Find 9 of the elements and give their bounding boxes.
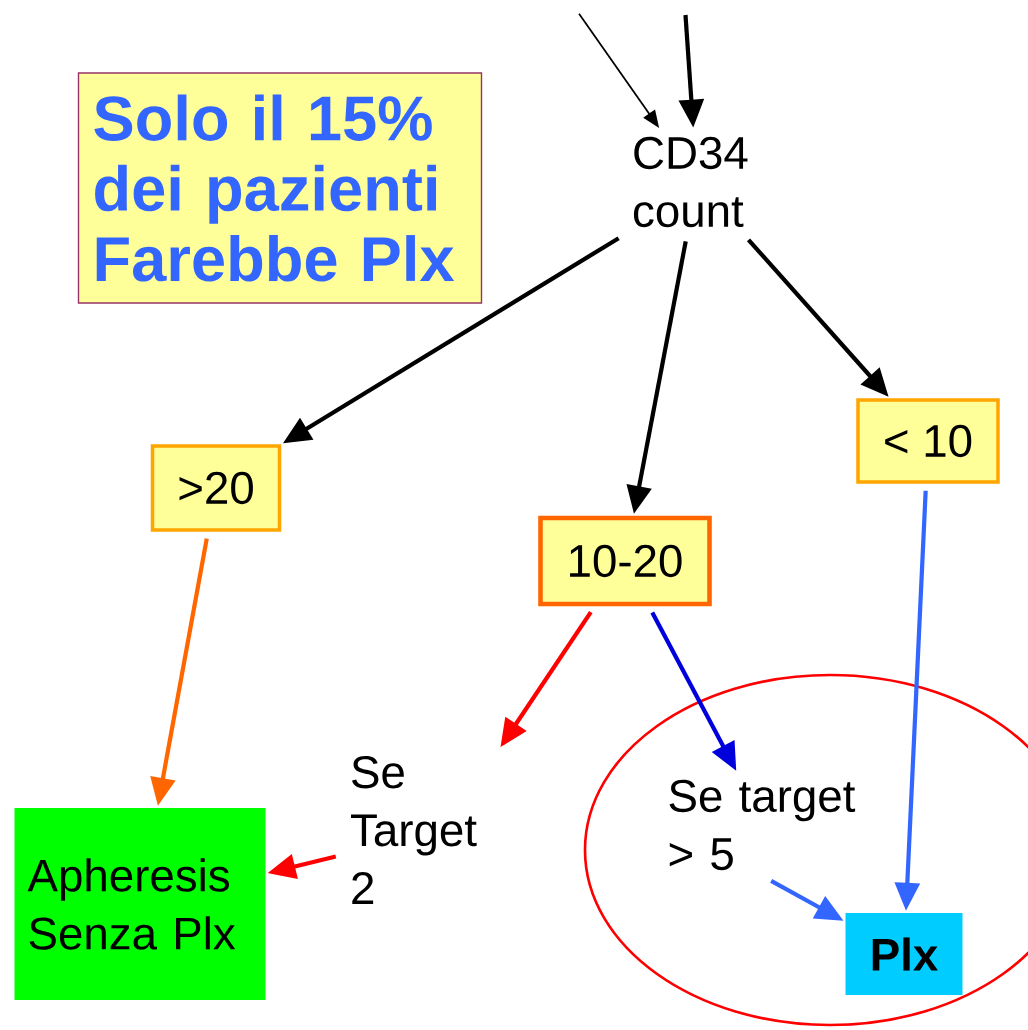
- range-box: >20: [150, 444, 282, 532]
- note-box: Solo il 15% dei pazienti Farebbe Plx: [77, 72, 483, 304]
- result-box: Apheresis Senza Plx: [14, 808, 266, 1000]
- range-box: < 10: [856, 398, 1000, 484]
- node-label: Se Target 2: [351, 756, 477, 904]
- range-box: 10-20: [538, 515, 712, 607]
- node-label: CD34 count: [633, 136, 748, 228]
- result-box: Plx: [845, 913, 963, 995]
- node-label: Se target > 5: [669, 779, 856, 871]
